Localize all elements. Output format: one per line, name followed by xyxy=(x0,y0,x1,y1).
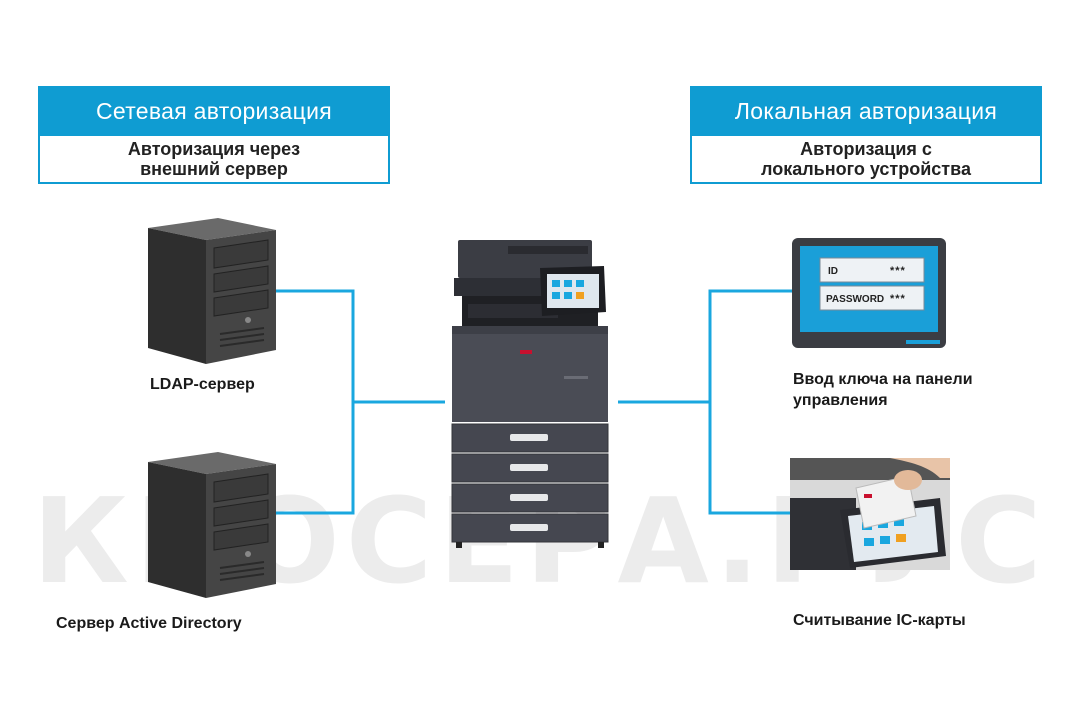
login-panel-illustration: ID *** PASSWORD *** xyxy=(790,236,950,357)
local-auth-subtitle: Авторизация с локального устройства xyxy=(690,136,1042,184)
connector-panel xyxy=(618,289,793,404)
local-auth-title: Локальная авторизация xyxy=(690,86,1042,136)
panel-login-label: Ввод ключа на панели управления xyxy=(793,371,973,409)
network-auth-subtitle: Авторизация через внешний сервер xyxy=(38,136,390,184)
network-auth-title: Сетевая авторизация xyxy=(38,86,390,136)
id-field-label: ID xyxy=(828,266,838,277)
password-field-label: PASSWORD xyxy=(826,294,885,305)
local-auth-header: Локальная авторизация Авторизация с лока… xyxy=(690,86,1042,184)
password-field-value: *** xyxy=(890,293,906,305)
mfp-printer-icon xyxy=(451,240,609,548)
connector-ad xyxy=(274,402,355,515)
ldap-server-icon xyxy=(148,218,276,364)
connector-card xyxy=(708,402,793,515)
ad-server-icon xyxy=(148,452,276,598)
ic-card-reader-icon xyxy=(790,458,950,570)
ad-server-label: Сервер Active Directory xyxy=(56,615,242,632)
touch-panel-icon xyxy=(792,238,946,348)
ic-card-label: Считывание IC-карты xyxy=(793,612,966,629)
id-field-value: *** xyxy=(890,265,906,277)
ldap-server-label: LDAP-сервер xyxy=(150,376,255,393)
network-auth-header: Сетевая авторизация Авторизация через вн… xyxy=(38,86,390,184)
connector-ldap xyxy=(274,289,445,404)
